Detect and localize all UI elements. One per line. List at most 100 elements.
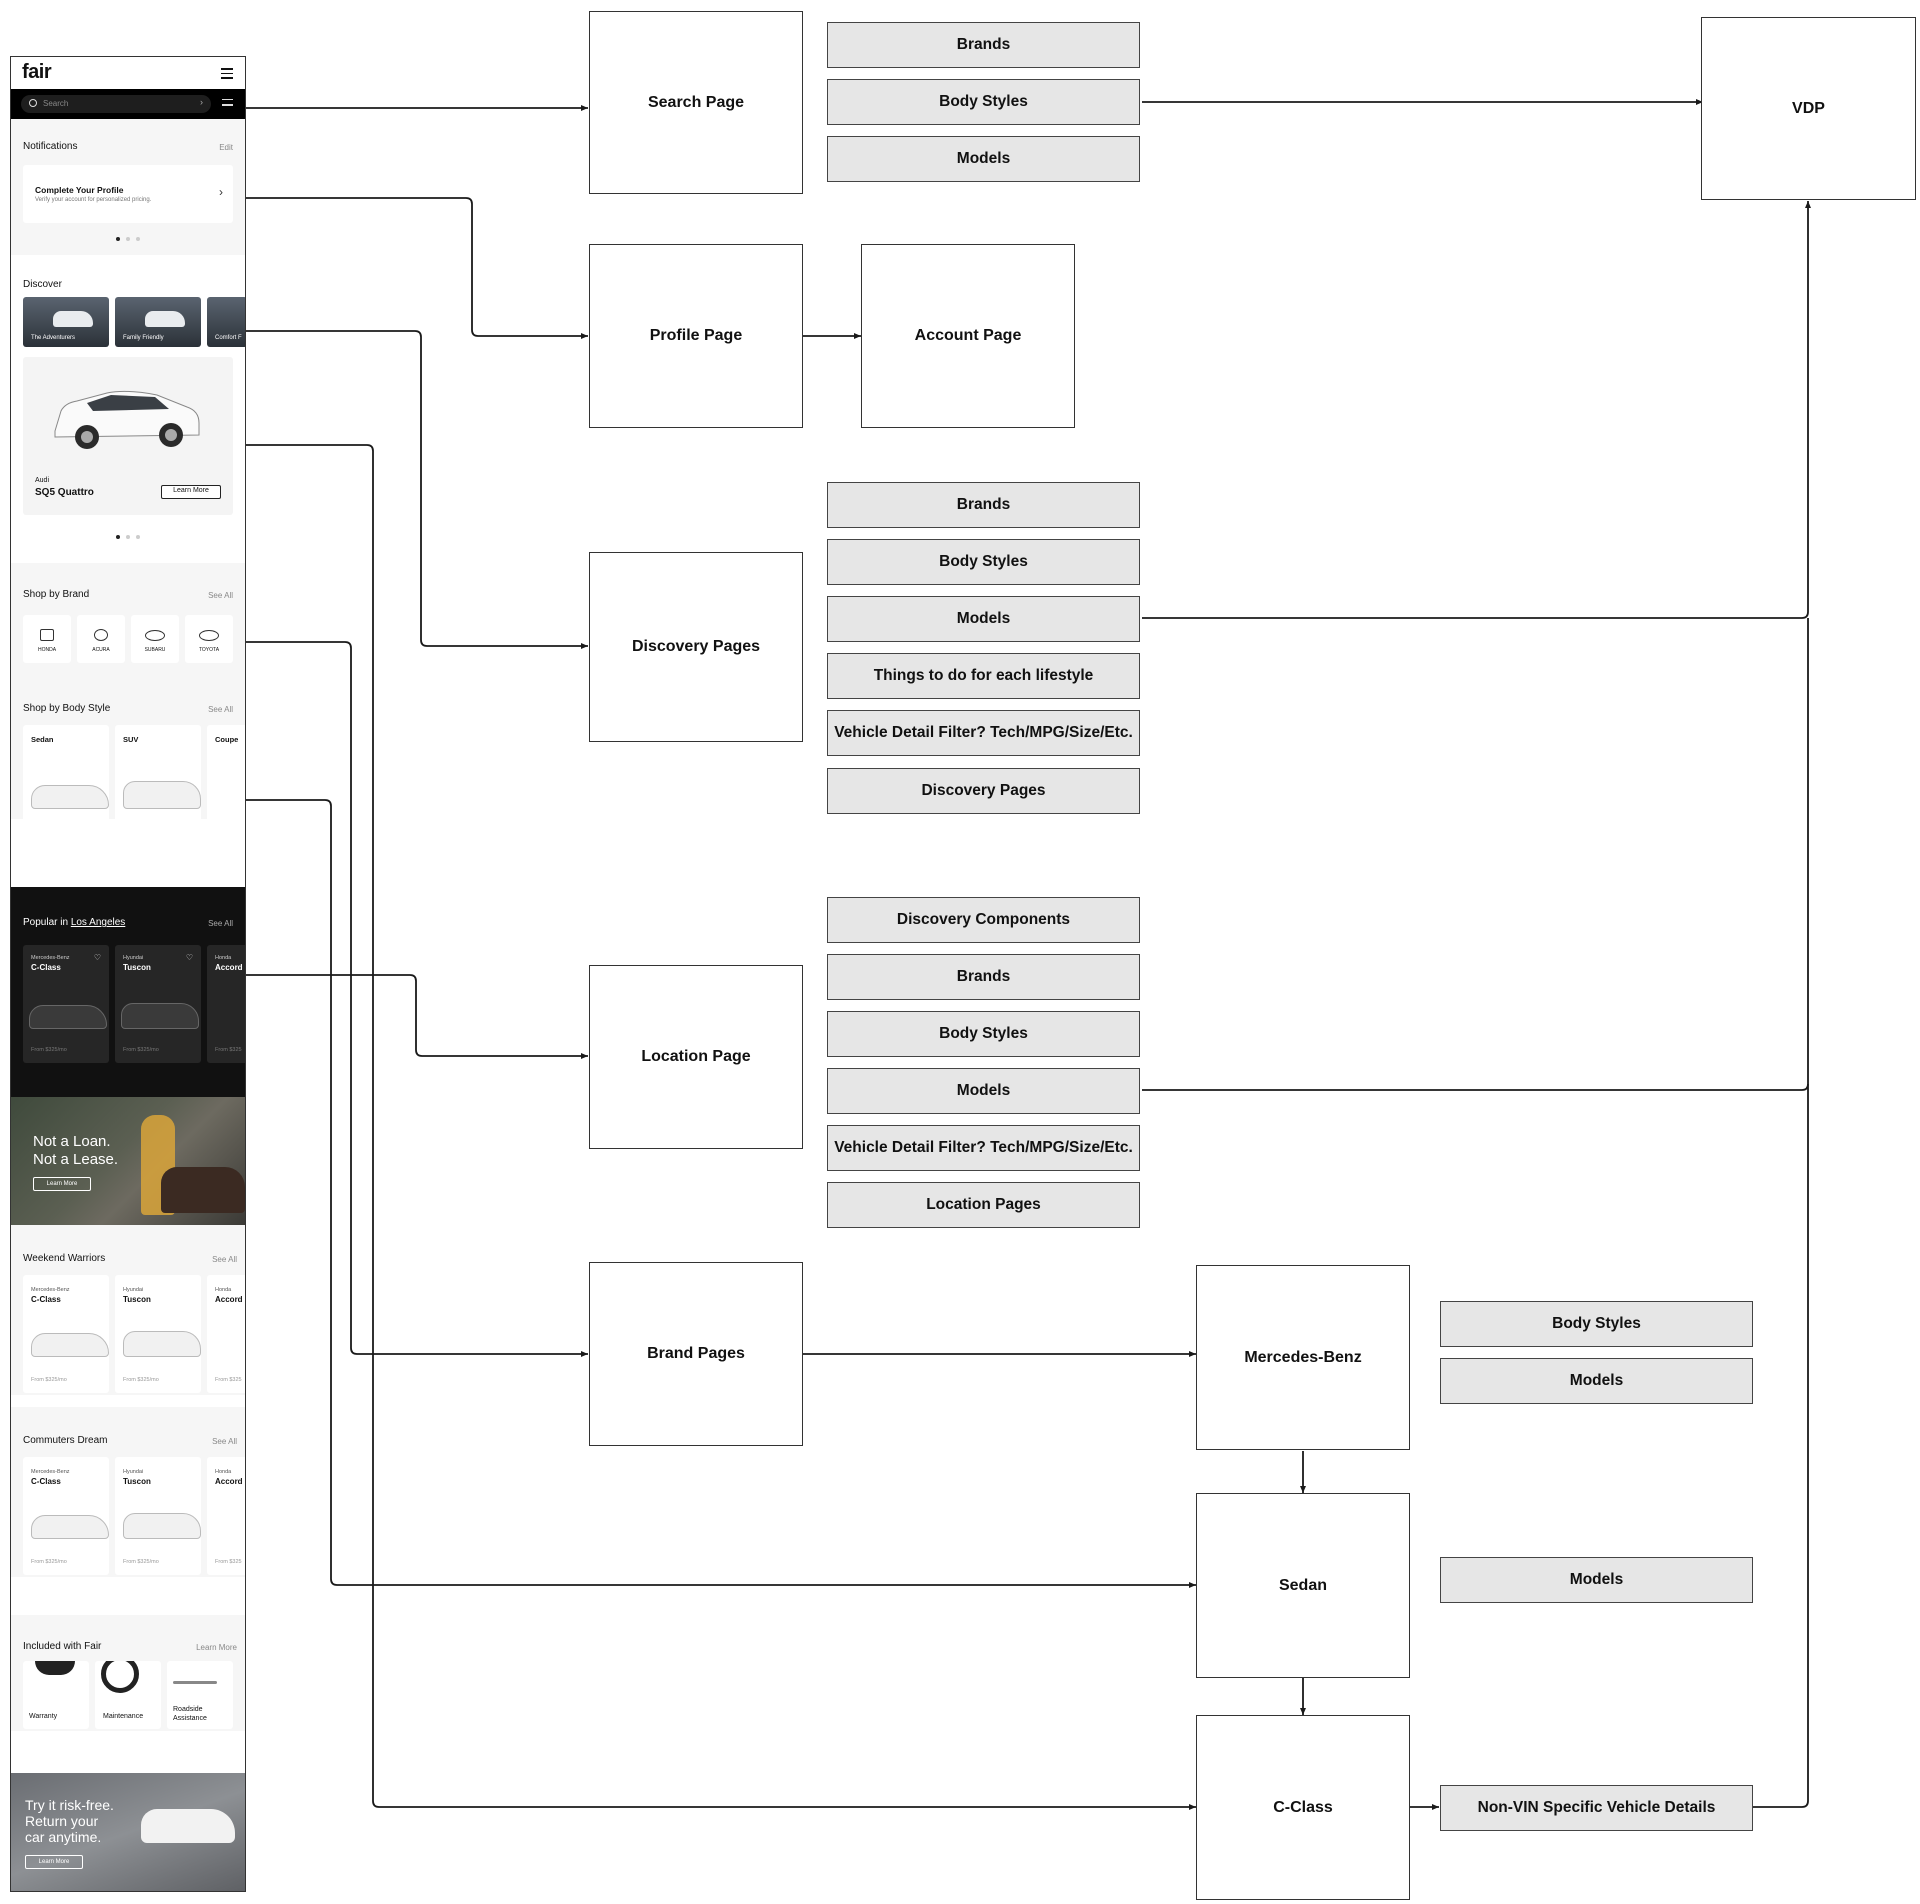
search-input[interactable]: Search › <box>21 95 211 113</box>
connector-location-models-vdp <box>1142 618 1809 1091</box>
brand-label: TOYOTA <box>198 647 220 653</box>
weekend-see-all[interactable]: See All <box>212 1255 237 1264</box>
promo-line-2: Not a Lease. <box>33 1151 119 1168</box>
sedan-tag-models: Models <box>1440 1557 1753 1603</box>
heart-icon[interactable]: ♡ <box>93 953 101 962</box>
popular-car-card[interactable]: Hyundai Tuscon ♡ From $325/mo <box>115 945 201 1063</box>
shop-brand-see-all[interactable]: See All <box>208 591 233 600</box>
vehicle-card[interactable]: Mercedes-Benz C-Class From $325/mo <box>23 1457 109 1575</box>
filter-icon[interactable] <box>222 99 233 106</box>
carousel-dot <box>126 237 130 241</box>
included-item-roadside[interactable]: Roadside Assistance <box>167 1661 233 1729</box>
car-model: Tuscon <box>123 963 151 972</box>
car-image <box>29 1005 107 1029</box>
car-image <box>145 311 185 327</box>
brand-pages-node: Brand Pages <box>589 1262 803 1446</box>
location-page-node: Location Page <box>589 965 803 1149</box>
location-tag-vehicle-filter: Vehicle Detail Filter? Tech/MPG/Size/Etc… <box>827 1125 1140 1171</box>
body-style-card-sedan[interactable]: Sedan <box>23 725 109 819</box>
city-link[interactable]: Los Angeles <box>70 917 126 928</box>
suv-image <box>161 1167 245 1213</box>
heart-icon[interactable]: ♡ <box>185 953 193 962</box>
promo-learn-more-button[interactable]: Learn More <box>33 1177 91 1191</box>
car-price: From $325/mo <box>31 1047 67 1053</box>
location-tag-discovery-components: Discovery Components <box>827 897 1140 943</box>
suv-car-image <box>123 781 201 809</box>
shop-body-see-all[interactable]: See All <box>208 705 233 714</box>
body-style-card-coupe[interactable]: Coupe <box>207 725 245 819</box>
search-icon <box>29 99 37 107</box>
connector-discovery-models-vdp <box>1142 201 1811 619</box>
vehicle-card[interactable]: Hyundai Tuscon From $325/mo <box>115 1457 201 1575</box>
brand-tile-subaru[interactable]: SUBARU <box>131 615 179 663</box>
discover-tile[interactable]: Comfort F <box>207 297 245 347</box>
car-make: Honda <box>215 1287 232 1293</box>
car-model: Tuscon <box>123 1477 151 1486</box>
notifications-edit[interactable]: Edit <box>219 143 233 152</box>
commuters-see-all[interactable]: See All <box>212 1437 237 1446</box>
car-make: Hyundai <box>123 1287 144 1293</box>
popular-car-card[interactable]: Honda Accord From $325 <box>207 945 245 1063</box>
car-image <box>123 1513 201 1539</box>
discovery-tag-discovery-pages: Discovery Pages <box>827 768 1140 814</box>
carousel-dot-active <box>116 535 120 539</box>
vehicle-card[interactable]: Honda Accord From $325 <box>207 1275 245 1393</box>
included-label: Warranty <box>29 1713 58 1720</box>
weekend-title: Weekend Warriors <box>23 1253 106 1264</box>
complete-profile-card[interactable]: Complete Your Profile Verify your accoun… <box>23 165 233 223</box>
connector-details-vdp <box>1753 1084 1809 1808</box>
connector-brand <box>246 641 588 1357</box>
brand-tile-toyota[interactable]: TOYOTA <box>185 615 233 663</box>
popular-see-all[interactable]: See All <box>208 919 233 928</box>
car-model: Accord <box>215 1295 243 1304</box>
discover-tile[interactable]: Family Friendly <box>115 297 201 347</box>
car-model: Tuscon <box>123 1295 151 1304</box>
toyota-logo-icon <box>199 630 219 641</box>
mercedes-tag-models: Models <box>1440 1358 1753 1404</box>
mercedes-tag-body-styles: Body Styles <box>1440 1301 1753 1347</box>
car-model: Accord <box>215 963 243 972</box>
carousel-dot <box>136 237 140 241</box>
featured-vehicle-card[interactable]: Audi SQ5 Quattro Learn More <box>23 357 233 515</box>
carousel-dot <box>136 535 140 539</box>
brand-tile-honda[interactable]: HONDA <box>23 615 71 663</box>
risk-line-1: Try it risk-free. <box>25 1797 114 1813</box>
included-label: Maintenance <box>103 1713 144 1720</box>
car-make: Mercedes-Benz <box>31 1287 70 1293</box>
car-image <box>123 1331 201 1357</box>
popular-section: Popular in Los Angeles See All Mercedes-… <box>11 887 245 1097</box>
included-item-maintenance[interactable]: Maintenance <box>95 1661 161 1729</box>
learn-more-button[interactable]: Learn More <box>161 485 221 499</box>
connector-featured-cclass <box>246 444 1196 1810</box>
chevron-right-icon: › <box>219 185 223 199</box>
risk-line-3: car anytime. <box>25 1829 102 1845</box>
car-model: C-Class <box>31 963 61 972</box>
shop-brand-title: Shop by Brand <box>23 589 90 600</box>
connector-discovery <box>246 330 588 649</box>
vehicle-card[interactable]: Honda Accord From $325 <box>207 1457 245 1575</box>
vehicle-card[interactable]: Mercedes-Benz C-Class From $325/mo <box>23 1275 109 1393</box>
discovery-tag-brands: Brands <box>827 482 1140 528</box>
sedan-node: Sedan <box>1196 1493 1410 1678</box>
discover-section: Discover The Adventurers Family Friendly… <box>11 255 245 563</box>
body-style-card-suv[interactable]: SUV <box>115 725 201 819</box>
card-title: Complete Your Profile <box>35 185 124 195</box>
menu-icon[interactable] <box>221 68 233 79</box>
location-tag-models: Models <box>827 1068 1140 1114</box>
connector-location <box>246 974 588 1059</box>
brand-label: ACURA <box>92 647 110 653</box>
car-model: Accord <box>215 1477 243 1486</box>
vehicle-card[interactable]: Hyundai Tuscon From $325/mo <box>115 1275 201 1393</box>
car-make: Hyundai <box>123 955 144 961</box>
car-price: From $325 <box>215 1559 242 1565</box>
included-learn-more[interactable]: Learn More <box>196 1643 237 1652</box>
connector-body-sedan <box>246 799 1196 1588</box>
risk-learn-more-button[interactable]: Learn More <box>25 1855 83 1869</box>
shop-by-brand-section: Shop by Brand See All HONDA ACURA SUBARU… <box>11 563 245 679</box>
included-item-warranty[interactable]: Warranty <box>23 1661 89 1729</box>
location-tag-location-pages: Location Pages <box>827 1182 1140 1228</box>
popular-car-card[interactable]: Mercedes-Benz C-Class ♡ From $325/mo <box>23 945 109 1063</box>
brand-tile-acura[interactable]: ACURA <box>77 615 125 663</box>
discover-tile[interactable]: The Adventurers <box>23 297 109 347</box>
tile-label: Family Friendly <box>123 335 164 341</box>
